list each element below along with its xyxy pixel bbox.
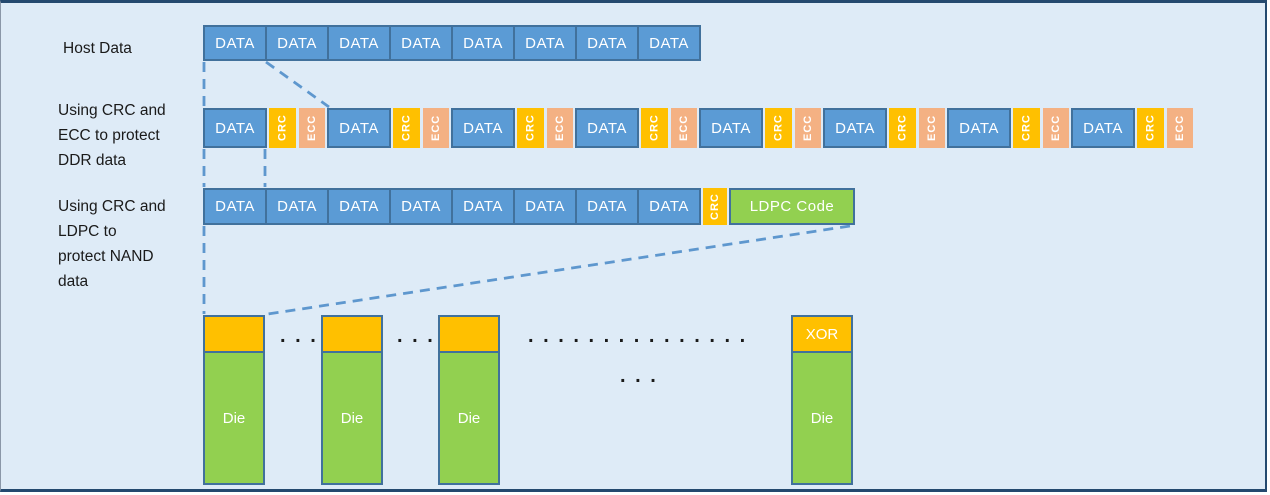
- data-block: DATA: [451, 108, 515, 148]
- ellipsis-dots: . . .: [280, 325, 318, 347]
- data-block: DATA: [389, 188, 453, 225]
- die-body-label: Die: [440, 353, 498, 483]
- data-block: DATA: [575, 188, 639, 225]
- ecc-block: ECC: [299, 108, 325, 148]
- xor-parity-head: XOR: [793, 317, 851, 353]
- data-block: DATA: [265, 188, 329, 225]
- ecc-block: ECC: [1043, 108, 1069, 148]
- die-body-label: Die: [323, 353, 381, 483]
- data-block: DATA: [637, 188, 701, 225]
- data-block: DATA: [327, 108, 391, 148]
- dash-diagonal-host-to-ddr-right: [265, 60, 330, 109]
- die: Die: [321, 315, 383, 485]
- die-body-label: Die: [205, 353, 263, 483]
- data-block: DATA: [327, 188, 391, 225]
- die-head: [323, 317, 381, 353]
- ecc-block: ECC: [547, 108, 573, 148]
- ecc-block: ECC: [423, 108, 449, 148]
- data-block: DATA: [203, 25, 267, 61]
- crc-block: CRC: [765, 108, 792, 148]
- die-head: [440, 317, 498, 353]
- die-head: [205, 317, 263, 353]
- data-block: DATA: [947, 108, 1011, 148]
- ddr-protection-label: Using CRC and ECC to protect DDR data: [58, 102, 166, 169]
- ecc-block: ECC: [795, 108, 821, 148]
- data-block: DATA: [265, 25, 329, 61]
- crc-block: CRC: [1137, 108, 1164, 148]
- host-data-label: Host Data: [63, 40, 132, 57]
- data-block: DATA: [823, 108, 887, 148]
- crc-block: CRC: [517, 108, 544, 148]
- dash-diagonal-ldpc-to-die: [267, 224, 851, 316]
- nand-protection-label: Using CRC and LDPC to protect NAND data: [58, 198, 166, 290]
- crc-block: CRC: [1013, 108, 1040, 148]
- ldpc-code-block: LDPC Code: [729, 188, 855, 225]
- data-block: DATA: [1071, 108, 1135, 148]
- data-block: DATA: [575, 108, 639, 148]
- die: Die: [438, 315, 500, 485]
- crc-block: CRC: [641, 108, 668, 148]
- data-block: DATA: [203, 108, 267, 148]
- ecc-block: ECC: [671, 108, 697, 148]
- data-block: DATA: [513, 188, 577, 225]
- data-block: DATA: [203, 188, 267, 225]
- ecc-block: ECC: [919, 108, 945, 148]
- mapping-dashed-lines: [202, 60, 851, 316]
- data-block: DATA: [451, 188, 515, 225]
- ellipsis-dots-lower: . . .: [620, 365, 658, 387]
- ellipsis-dots-long: . . . . . . . . . . . . . . .: [528, 325, 748, 347]
- data-block: DATA: [513, 25, 577, 61]
- data-block: DATA: [575, 25, 639, 61]
- crc-block: CRC: [393, 108, 420, 148]
- ecc-block: ECC: [1167, 108, 1193, 148]
- ellipsis-dots: . . .: [397, 325, 435, 347]
- crc-block: CRC: [269, 108, 296, 148]
- data-block: DATA: [451, 25, 515, 61]
- crc-block: CRC: [889, 108, 916, 148]
- data-block: DATA: [327, 25, 391, 61]
- crc-block: CRC: [703, 188, 727, 225]
- data-block: DATA: [637, 25, 701, 61]
- die-body-label: Die: [793, 353, 851, 483]
- data-block: DATA: [389, 25, 453, 61]
- data-block: DATA: [699, 108, 763, 148]
- die: Die: [203, 315, 265, 485]
